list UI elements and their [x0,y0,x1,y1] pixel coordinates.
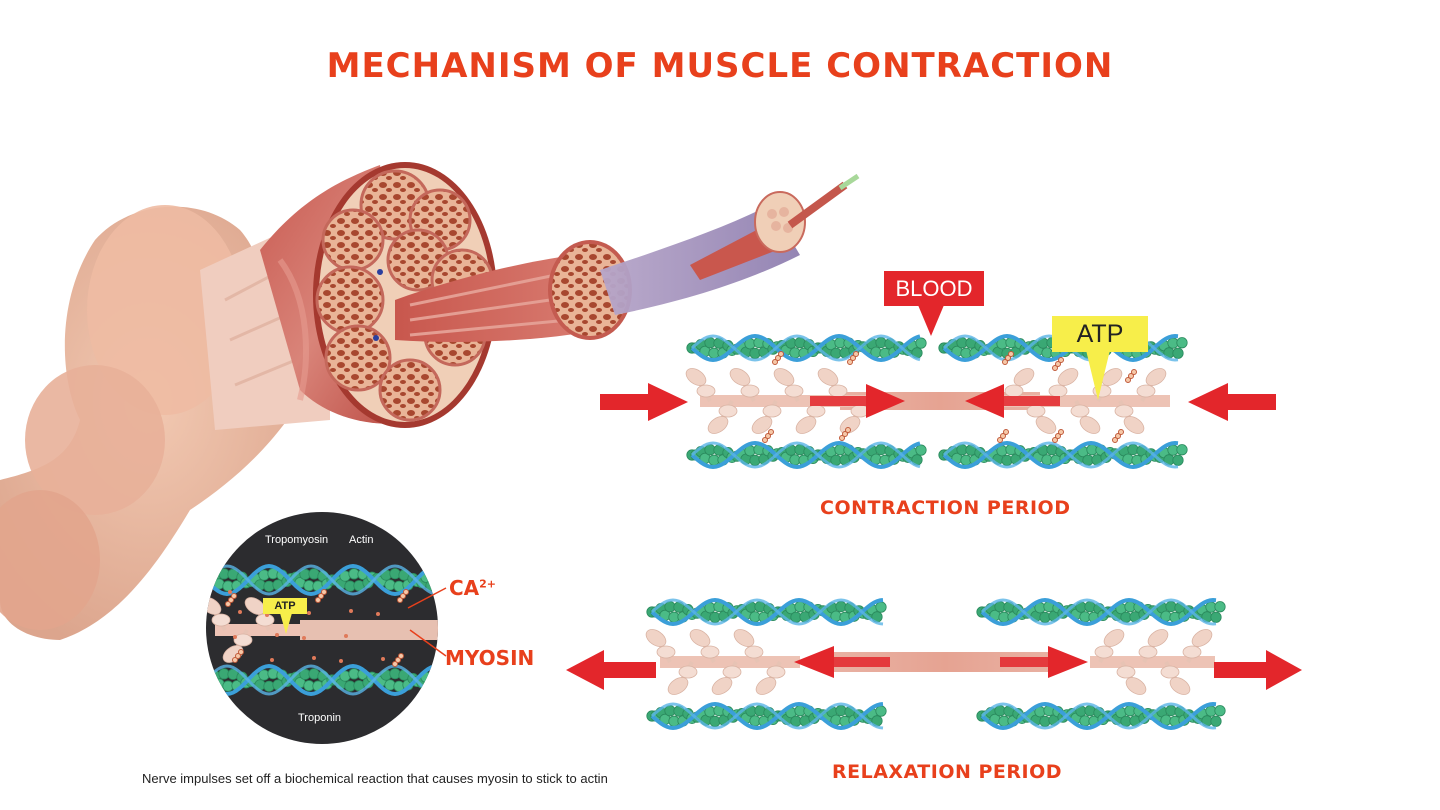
myosin-leader [409,629,447,657]
page-title: MECHANISM OF MUSCLE CONTRACTION [326,46,1114,86]
relaxation-sarcomere [645,597,1226,731]
inner-relax-arrow-right-icon [1000,646,1088,678]
troponin-label: Troponin [298,712,342,724]
blood-callout: BLOOD [884,271,984,306]
myosin-label: MYOSIN [445,646,535,670]
actin-label: Actin [349,534,374,546]
inner-arrow-right-icon [810,384,905,418]
atp-small-callout: ATP [263,598,307,614]
push-arrow-left-icon [600,383,688,421]
push-arrow-right-icon [1188,383,1276,421]
pull-arrow-left-icon [566,650,656,690]
inner-arrow-left-icon [965,384,1060,418]
relaxation-period-label: RELAXATION PERIOD [832,761,1063,783]
atp-small-pointer [280,613,292,634]
atp-pointer [1086,350,1110,400]
muscle-illustration [260,162,860,428]
inner-relax-arrow-left-icon [794,646,890,678]
blood-pointer [918,305,944,336]
ca-text: CA [449,576,480,600]
ca-charge: 2+ [479,577,497,591]
contraction-sarcomere [685,333,1188,470]
contraction-period-label: CONTRACTION PERIOD [820,497,1071,519]
ca-label: CA2+ [449,576,496,600]
caption-text: Nerve impulses set off a biochemical rea… [142,771,608,786]
tropomyosin-label: Tropomyosin [265,534,329,546]
atp-callout: ATP [1052,316,1148,352]
closeup-circle [206,512,438,744]
ca-leader [407,587,447,609]
pull-arrow-right-icon [1214,650,1302,690]
